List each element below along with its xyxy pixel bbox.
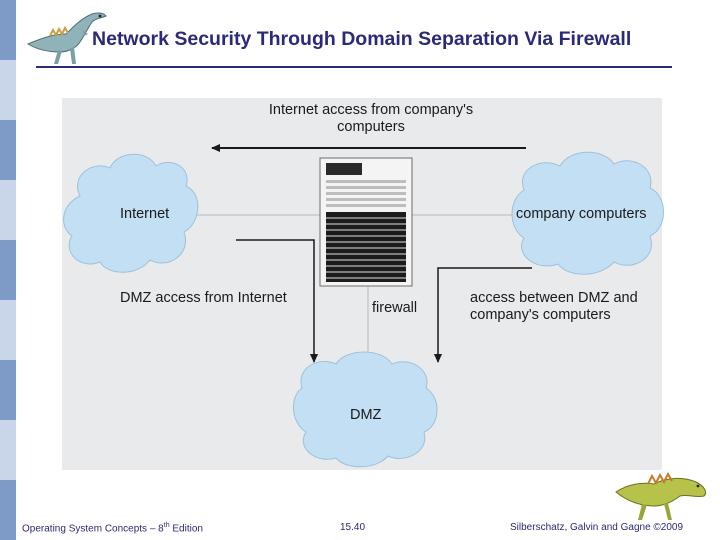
dmz-from-internet-arrow: [236, 239, 318, 363]
dmz-cloud: [293, 351, 438, 468]
dmz-company-label-line1: access between DMZ and: [470, 290, 638, 306]
dmz-company-label-line2: company's computers: [470, 307, 611, 323]
page-number: 15.40: [340, 522, 366, 533]
slide-title: Network Security Through Domain Separati…: [92, 28, 632, 50]
company-node-label: company computers: [516, 206, 647, 222]
accent-segment: [0, 180, 16, 240]
internet-access-label: Internet access from company's computers: [268, 102, 474, 135]
footer-book-text: Operating System Concepts – 8: [22, 523, 164, 535]
internet-cloud: [63, 153, 199, 273]
footer-book-title: Operating System Concepts – 8th Edition: [22, 522, 203, 534]
company-computers-cloud: [511, 151, 664, 275]
firewall-server-icon: [319, 157, 413, 287]
dinosaur-logo-icon: [26, 12, 107, 64]
firewall-label: firewall: [372, 300, 418, 316]
accent-segment: [0, 60, 16, 120]
dinosaur-footer-icon: [615, 471, 707, 520]
dmz-from-internet-label: DMZ access from Internet: [120, 290, 287, 306]
footer-edition-suffix: Edition: [169, 523, 203, 535]
left-accent-bar: [0, 0, 16, 540]
footer-edition-sup: th: [163, 522, 170, 529]
accent-segment: [0, 420, 16, 480]
copyright: Silberschatz, Galvin and Gagne ©2009: [510, 522, 684, 533]
dmz-node-label: DMZ: [350, 407, 382, 423]
title-underline: [36, 66, 672, 68]
accent-segment: [0, 300, 16, 360]
internet-node-label: Internet: [120, 206, 170, 222]
dmz-company-arrow: [434, 267, 532, 363]
